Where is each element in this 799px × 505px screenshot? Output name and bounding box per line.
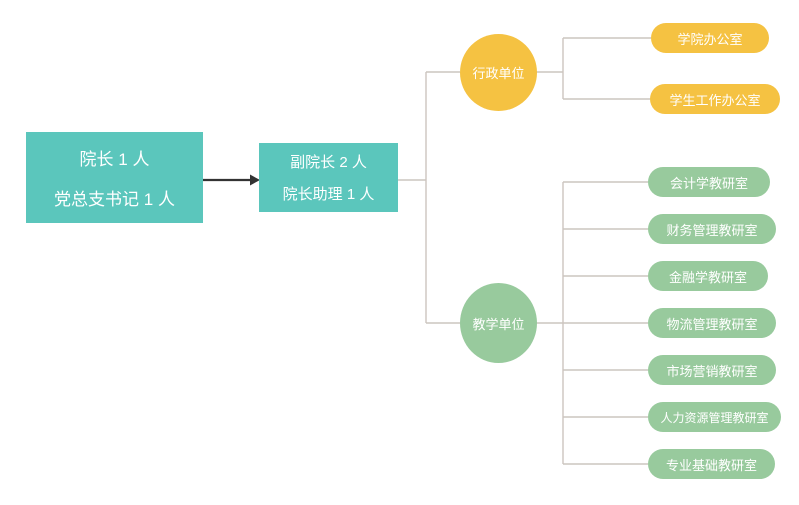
- node-logistics-management-dept: 物流管理教研室: [648, 308, 776, 338]
- node-accounting-dept: 会计学教研室: [648, 167, 770, 197]
- node-deputy-line-1: 副院长 2 人: [290, 154, 367, 171]
- deputy-branch-connector: [398, 71, 460, 324]
- node-hr-management-dept: 人力资源管理教研室: [648, 402, 781, 432]
- node-marketing-dept: 市场营销教研室: [648, 355, 776, 385]
- node-admin-unit: 行政单位: [460, 34, 537, 111]
- admin-children-connector: [536, 37, 651, 100]
- president-deputy-arrow-head: [250, 174, 260, 186]
- node-teaching-unit-label: 教学单位: [472, 316, 525, 332]
- node-deputy-dean: 副院长 2 人 院长助理 1 人: [259, 143, 398, 212]
- teaching-children-connector: [536, 181, 648, 465]
- node-admin-unit-label: 行政单位: [472, 66, 525, 81]
- node-finance-dept: 金融学教研室: [648, 261, 768, 291]
- node-president: 院长 1 人 党总支书记 1 人: [26, 132, 203, 223]
- node-deputy-line-2: 院长助理 1 人: [282, 186, 375, 203]
- node-president-line-2: 党总支书记 1 人: [54, 190, 175, 209]
- node-professional-foundation-dept: 专业基础教研室: [648, 449, 775, 479]
- node-student-affairs-office: 学生工作办公室: [650, 84, 780, 114]
- node-financial-management-dept: 财务管理教研室: [648, 214, 776, 244]
- node-president-line-1: 院长 1 人: [79, 150, 150, 169]
- node-college-office: 学院办公室: [651, 23, 769, 53]
- node-teaching-unit: 教学单位: [460, 283, 537, 363]
